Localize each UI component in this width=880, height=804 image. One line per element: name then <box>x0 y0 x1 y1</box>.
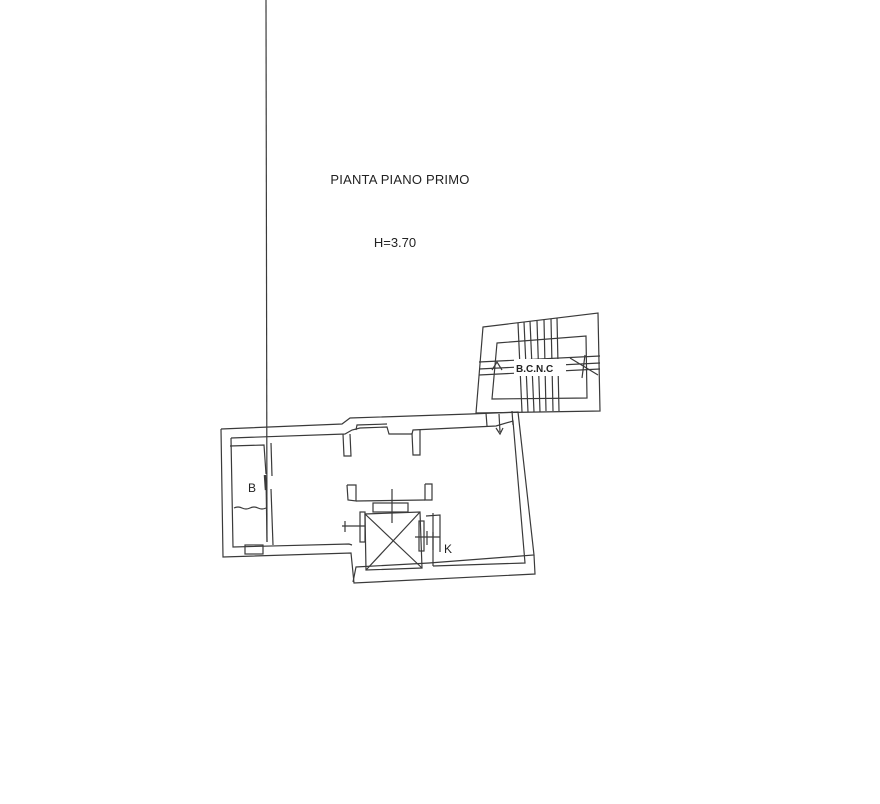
stairwell-block <box>475 312 601 414</box>
bathroom-label: B <box>248 481 256 495</box>
kitchen-label: K <box>444 542 452 556</box>
drawing-title: PIANTA PIANO PRIMO <box>330 172 470 187</box>
stairwell-label: B.C.N.C <box>516 364 553 375</box>
ceiling-height-label: H=3.70 <box>373 235 417 250</box>
apartment-walls <box>220 0 536 584</box>
